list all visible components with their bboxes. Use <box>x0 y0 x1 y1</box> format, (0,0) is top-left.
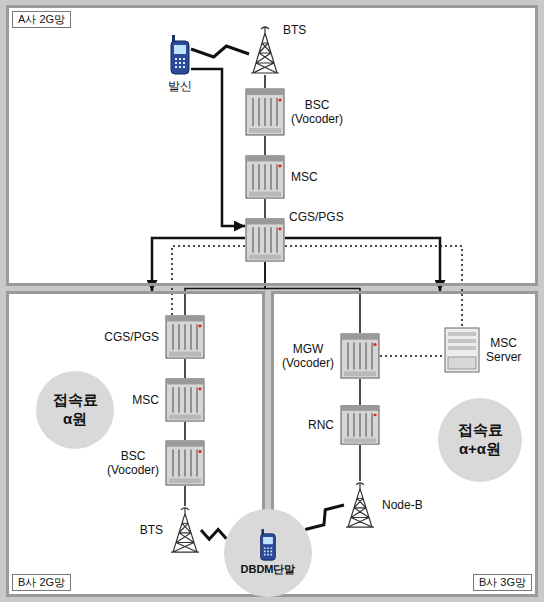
label-holder: 발신 <box>168 79 192 93</box>
radio-link <box>305 505 344 530</box>
label-holder: B사 2G망 <box>12 574 71 591</box>
fee-circle: 접속료 α+α원 <box>438 398 522 482</box>
label-holder: MSC <box>291 170 318 184</box>
equipment-node: CGS/PGS <box>245 218 285 262</box>
label-holder: A사 2G망 <box>12 11 71 28</box>
terminal-label: DBDM단말 <box>241 563 296 576</box>
trunk-line <box>359 445 361 481</box>
tower-symbol <box>171 508 199 552</box>
fee-text: 접속료 α원 <box>53 391 98 429</box>
label-holder: BSC (Vocoder) <box>291 98 343 127</box>
trunk-line <box>265 262 360 333</box>
rack-symbol <box>341 406 379 444</box>
trunk-line <box>184 359 186 378</box>
equipment-label: MSC <box>132 393 159 407</box>
phone-symbol <box>171 35 189 74</box>
label-holder: CGS/PGS <box>289 210 344 224</box>
rack-icon <box>245 218 285 262</box>
equipment-node: BSC (Vocoder) <box>165 440 205 486</box>
equipment-node: BTS <box>249 25 281 75</box>
rack-icon <box>165 440 205 486</box>
equipment-label: Node-B <box>382 498 423 512</box>
tower-icon <box>249 25 281 75</box>
label-holder: CGS/PGS <box>104 330 159 344</box>
tower-symbol <box>346 483 374 527</box>
phone-symbol <box>261 529 276 560</box>
label-holder: Node-B <box>382 498 423 512</box>
network-panel: A사 2G망발신BTSBSC (Vocoder)MSCCGS/PGS <box>6 5 538 286</box>
equipment-label: MSC <box>291 170 318 184</box>
rack-symbol <box>246 156 284 198</box>
trunk-line <box>184 486 186 506</box>
equipment-node: CGS/PGS <box>165 315 205 359</box>
equipment-node: 발신 <box>169 35 191 75</box>
rack-symbol <box>166 316 204 358</box>
trunk-line <box>264 136 266 155</box>
equipment-node: MSC Server <box>444 327 480 373</box>
label-holder: BTS <box>283 23 306 37</box>
label-holder: BTS <box>140 523 163 537</box>
trunk-line <box>359 379 361 405</box>
equipment-label: BTS <box>140 523 163 537</box>
label-holder: B사 3G망 <box>473 574 532 591</box>
rack-symbol <box>166 441 204 485</box>
equipment-label: CGS/PGS <box>104 330 159 344</box>
fee-circle: 접속료 α원 <box>36 371 114 449</box>
server-symbol <box>445 328 479 372</box>
equipment-label: 발신 <box>168 79 192 93</box>
equipment-node: BTS <box>169 506 201 554</box>
rack-symbol <box>341 334 379 378</box>
equipment-label: MGW (Vocoder) <box>282 342 334 371</box>
radio-link <box>191 46 249 57</box>
equipment-node: BSC (Vocoder) <box>245 88 285 136</box>
tower-icon <box>344 481 376 529</box>
rack-symbol <box>166 379 204 421</box>
panel-ground <box>6 5 538 286</box>
rack-symbol <box>246 89 284 135</box>
rack-icon <box>245 155 285 199</box>
rack-symbol <box>246 219 284 261</box>
equipment-node: MGW (Vocoder) <box>340 333 380 379</box>
fee-text: 접속료 α+α원 <box>458 421 503 459</box>
equipment-label: BSC (Vocoder) <box>291 98 343 127</box>
rack-icon <box>165 315 205 359</box>
rack-icon <box>340 405 380 445</box>
label-holder: MSC Server <box>486 336 521 365</box>
panel-title: B사 2G망 <box>12 574 71 591</box>
label-holder: RNC <box>308 418 334 432</box>
trunk-line <box>264 199 266 218</box>
rack-icon <box>165 378 205 422</box>
signaling-link <box>285 246 462 327</box>
tower-symbol <box>251 27 279 73</box>
equipment-label: BSC (Vocoder) <box>107 449 159 478</box>
equipment-node: MSC <box>245 155 285 199</box>
rack-icon <box>340 333 380 379</box>
server-icon <box>444 327 480 373</box>
call-flow-arrow <box>191 69 245 226</box>
label-holder: MGW (Vocoder) <box>282 342 334 371</box>
panel-title: B사 3G망 <box>473 574 532 591</box>
equipment-node: MSC <box>165 378 205 422</box>
trunk-line <box>184 422 186 440</box>
equipment-label: RNC <box>308 418 334 432</box>
equipment-label: CGS/PGS <box>289 210 344 224</box>
label-holder: BSC (Vocoder) <box>107 449 159 478</box>
equipment-node: RNC <box>340 405 380 445</box>
radio-link <box>201 530 226 540</box>
panel-title: A사 2G망 <box>12 11 71 28</box>
terminal-circle: DBDM단말 <box>224 509 312 597</box>
rack-icon <box>245 88 285 136</box>
trunk-line <box>264 75 266 88</box>
phone-icon <box>259 529 277 561</box>
signaling-link <box>172 246 245 315</box>
signaling-link <box>380 355 444 357</box>
label-holder: MSC <box>132 393 159 407</box>
equipment-label: BTS <box>283 23 306 37</box>
tower-icon <box>169 506 201 554</box>
equipment-node: Node-B <box>344 481 376 529</box>
equipment-label: MSC Server <box>486 336 521 365</box>
phone-icon <box>169 35 191 75</box>
trunk-line <box>185 262 265 315</box>
